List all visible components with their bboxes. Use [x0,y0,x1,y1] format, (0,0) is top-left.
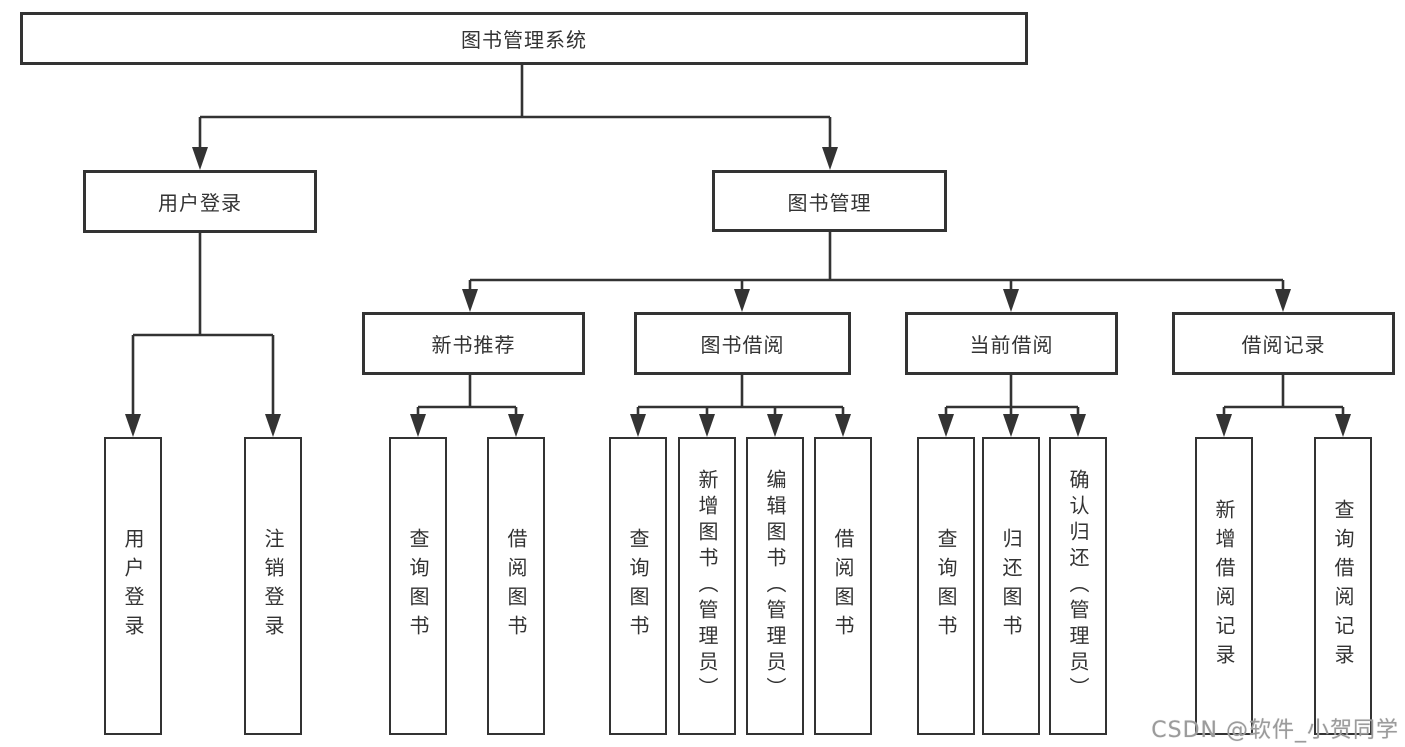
leaf-query-book-1: 查询图书 [389,437,447,735]
leaf-borrow-book-1-label: 借阅图书 [504,528,528,644]
leaf-edit-book-admin-label: 编辑图书（管理员） [763,469,787,703]
leaf-query-book-2: 查询图书 [609,437,667,735]
arrowheads [125,147,1351,437]
leaf-user-login-label: 用户登录 [121,528,145,644]
node-book-borrow: 图书借阅 [634,312,851,375]
node-book-borrow-label: 图书借阅 [700,333,785,357]
node-book-management-label: 图书管理 [787,190,872,215]
node-user-login: 用户登录 [83,170,317,233]
node-user-login-label: 用户登录 [158,191,242,215]
leaf-add-book-admin-label: 新增图书（管理员） [695,469,719,703]
node-root-label: 图书管理系统 [461,28,587,52]
leaf-add-book-admin: 新增图书（管理员） [678,437,736,735]
leaf-confirm-return-admin: 确认归还（管理员） [1049,437,1107,735]
node-current-borrow-label: 当前借阅 [969,333,1054,357]
leaf-logout: 注销登录 [244,437,302,735]
leaf-borrow-book-2-label: 借阅图书 [831,528,855,644]
leaf-edit-book-admin: 编辑图书（管理员） [746,437,804,735]
leaf-query-book-3: 查询图书 [917,437,975,735]
leaf-confirm-return-admin-label: 确认归还（管理员） [1066,469,1090,703]
csdn-watermark: CSDN @软件_小贺同学 [1151,718,1399,743]
leaf-add-borrow-record: 新增借阅记录 [1195,437,1253,735]
leaf-add-borrow-record-label: 新增借阅记录 [1212,499,1236,673]
leaf-query-book-1-label: 查询图书 [406,528,430,644]
leaf-query-book-3-label: 查询图书 [934,528,958,644]
node-current-borrow: 当前借阅 [905,312,1118,375]
leaf-borrow-book-2: 借阅图书 [814,437,872,735]
node-borrow-record: 借阅记录 [1172,312,1395,375]
node-new-book-recommend: 新书推荐 [362,312,585,375]
node-book-management: 图书管理 [712,170,947,232]
leaf-return-book: 归还图书 [982,437,1040,735]
node-new-book-recommend-label: 新书推荐 [431,333,516,357]
leaf-query-borrow-record-label: 查询借阅记录 [1331,499,1355,673]
leaf-borrow-book-1: 借阅图书 [487,437,545,735]
leaf-query-book-2-label: 查询图书 [626,528,650,644]
leaf-user-login: 用户登录 [104,437,162,735]
node-borrow-record-label: 借阅记录 [1241,333,1326,357]
leaf-logout-label: 注销登录 [261,528,285,644]
leaf-return-book-label: 归还图书 [999,528,1023,644]
node-root-system: 图书管理系统 [20,12,1028,65]
leaf-query-borrow-record: 查询借阅记录 [1314,437,1372,735]
